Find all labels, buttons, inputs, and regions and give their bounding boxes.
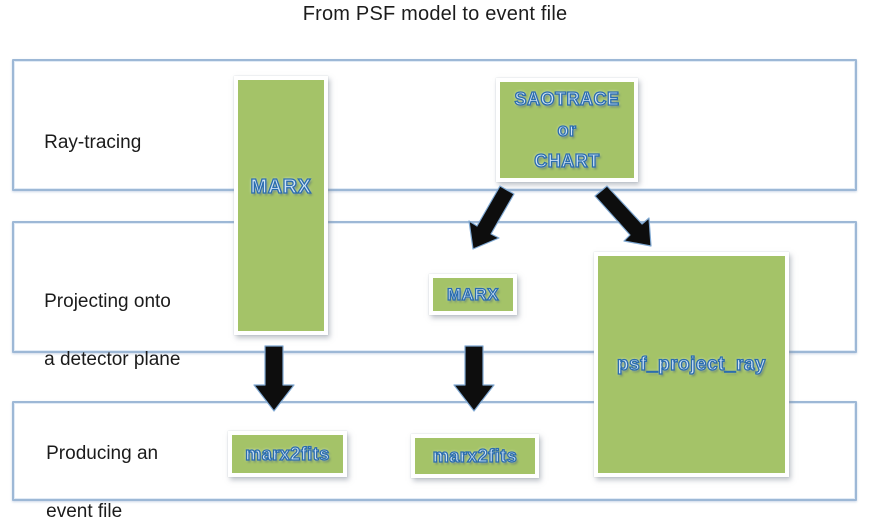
band-label-producing: Producing an event file <box>25 410 158 518</box>
box-marx2fits-right: marx2fits <box>411 434 539 478</box>
band-label-line: event file <box>46 501 123 518</box>
box-marx-small-label: MARX <box>446 284 500 304</box>
box-marx2fits-left-label: marx2fits <box>245 443 330 464</box>
box-marx2fits-left: marx2fits <box>228 431 347 477</box>
box-marx-small: MARX <box>429 274 517 315</box>
band-label-ray-tracing: Ray-tracing <box>23 99 141 186</box>
band-label-projecting: Projecting onto a detector plane <box>23 258 180 403</box>
box-saotrace-or-chart: SAOTRACE or CHART <box>496 78 638 182</box>
box-saotrace-line: SAOTRACE <box>514 88 620 109</box>
diagram-title: From PSF model to event file <box>302 3 568 25</box>
box-saotrace-line: CHART <box>534 150 600 171</box>
band-ray-tracing <box>12 59 857 191</box>
band-label-line: Ray-tracing <box>44 132 142 153</box>
box-psf-project-ray: psf_project_ray <box>594 252 789 477</box>
box-marx2fits-right-label: marx2fits <box>432 445 518 466</box>
box-marx-tall-label: MARX <box>250 175 312 198</box>
band-label-line: a detector plane <box>44 349 181 370</box>
box-saotrace-line: or <box>557 119 577 140</box>
band-label-line: Producing an <box>46 443 159 464</box>
box-marx-tall: MARX <box>234 76 328 335</box>
box-psf-project-ray-label: psf_project_ray <box>616 353 766 375</box>
band-label-line: Projecting onto <box>44 291 171 312</box>
